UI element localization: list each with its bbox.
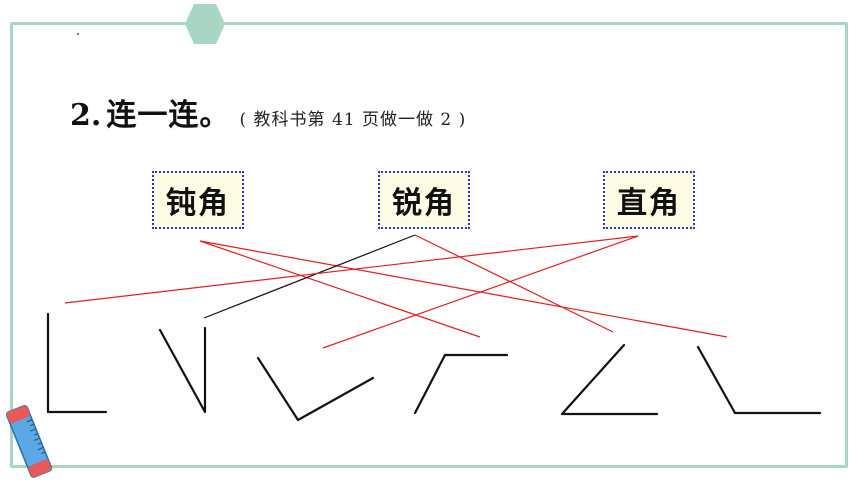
question-text: 连一连。 <box>106 98 231 133</box>
content-frame <box>10 22 848 468</box>
small-dot <box>77 33 79 35</box>
angle-figure-4 <box>413 353 509 415</box>
angle-figure-3 <box>256 356 375 422</box>
angle-figure-5 <box>560 343 659 416</box>
angle-figure-6 <box>696 345 822 415</box>
hexagon-decoration-icon <box>185 4 225 44</box>
connection-line <box>199 240 728 338</box>
textbook-reference: ( 教科书第 41 页做一做 2 ) <box>239 110 467 130</box>
label-acute-angle[interactable]: 锐角 <box>378 171 470 229</box>
connection-line <box>203 234 416 319</box>
connection-line <box>414 234 614 333</box>
connection-line <box>64 235 639 304</box>
angle-figure-1 <box>46 312 108 414</box>
connection-line <box>322 235 639 349</box>
question-number: 2. <box>70 98 102 133</box>
ruler-icon <box>5 404 53 478</box>
question-line: 2. 连一连。 ( 教科书第 41 页做一做 2 ) <box>70 90 466 134</box>
angle-figure-2 <box>158 326 207 414</box>
label-obtuse-angle[interactable]: 钝角 <box>152 171 244 229</box>
label-right-angle[interactable]: 直角 <box>603 171 695 229</box>
connection-line <box>199 240 481 338</box>
